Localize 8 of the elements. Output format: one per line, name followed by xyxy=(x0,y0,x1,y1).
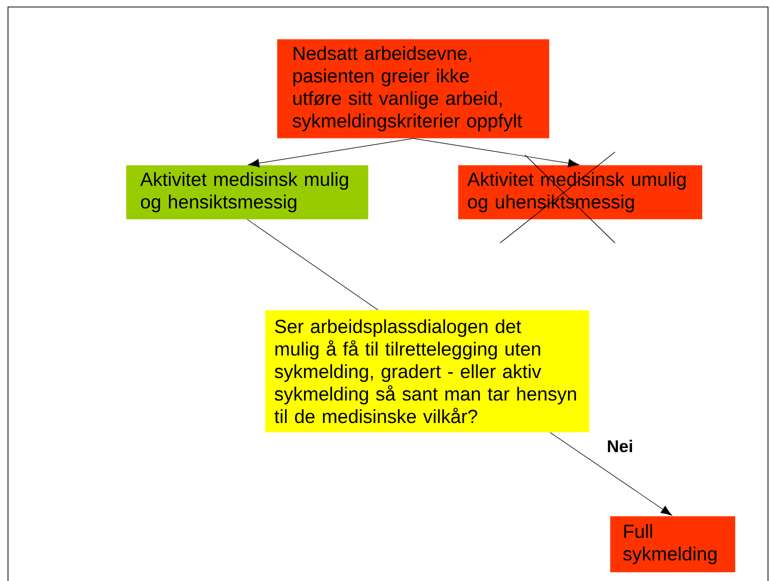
arrow xyxy=(550,432,672,516)
edge-label: Nei xyxy=(606,438,634,454)
process-box: Full sykmelding xyxy=(610,516,736,572)
process-box: Aktivitet medisinsk mulig og hensiktsmessig xyxy=(126,165,368,220)
process-box: Ser arbeidsplassdialogen det mulig å få til tilrettelegging uten sykmelding, gradert - eller aktiv sykmelding så sant man tar hensyn til de medisinske vilkår? xyxy=(265,310,590,432)
arrow xyxy=(412,138,580,168)
process-box: Nedsatt arbeidsevne, pasienten greier ikke utføre sitt vanlige arbeid, sykmeldingskriterier oppfylt xyxy=(277,39,550,138)
arrow xyxy=(248,138,414,168)
